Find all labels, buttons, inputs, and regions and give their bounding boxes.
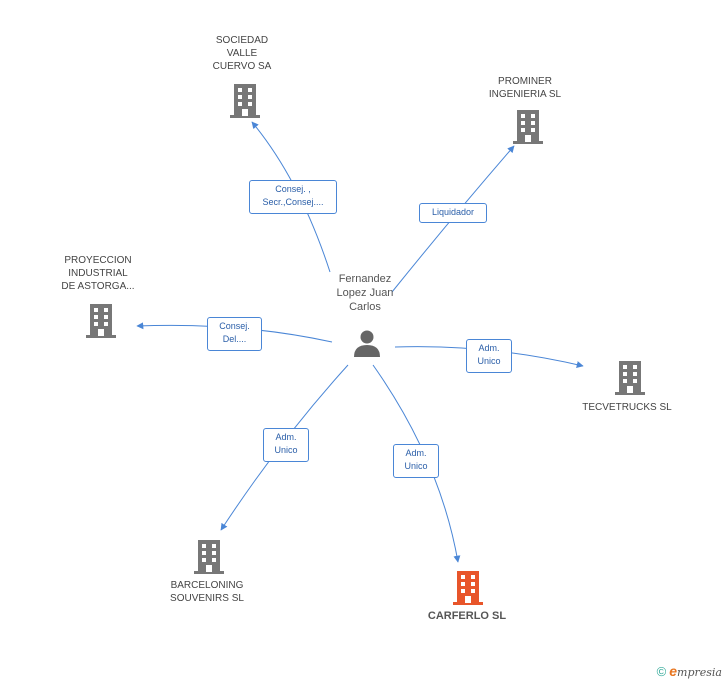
brand-logo-initial: e (669, 663, 678, 679)
relation-label-tecvetrucks[interactable]: Adm. Unico (466, 339, 512, 373)
company-label-prominer[interactable]: PROMINER INGENIERIA SL (488, 76, 562, 100)
company-label-proyeccion[interactable]: PROYECCION INDUSTRIAL DE ASTORGA... (61, 255, 135, 292)
building-icon-proyeccion[interactable] (86, 304, 116, 338)
brand-logo-text: mpresia (677, 666, 722, 679)
relation-label-sociedad[interactable]: Consej. , Secr.,Consej.... (249, 180, 337, 214)
relation-label-barceloning[interactable]: Adm. Unico (263, 428, 309, 462)
company-label-barceloning[interactable]: BARCELONING SOUVENIRS SL (170, 580, 244, 604)
relation-label-proyeccion[interactable]: Consej. Del.... (207, 317, 262, 351)
copyright-symbol: © (656, 664, 667, 679)
relation-label-carferlo[interactable]: Adm. Unico (393, 444, 439, 478)
building-icon-carferlo[interactable] (453, 571, 483, 605)
relation-label-prominer[interactable]: Liquidador (419, 203, 487, 223)
building-icon-tecvetrucks[interactable] (615, 361, 645, 395)
company-label-carferlo[interactable]: CARFERLO SL (427, 610, 507, 622)
footer-brand: ©empresia (657, 663, 722, 679)
building-icon-sociedad[interactable] (230, 84, 260, 118)
person-icon[interactable] (352, 328, 382, 358)
building-icon-prominer[interactable] (513, 110, 543, 144)
person-name[interactable]: Fernandez Lopez Juan Carlos (336, 273, 394, 313)
building-icon-barceloning[interactable] (194, 540, 224, 574)
company-label-tecvetrucks[interactable]: TECVETRUCKS SL (582, 402, 672, 413)
company-label-sociedad[interactable]: SOCIEDAD VALLE CUERVO SA (212, 35, 272, 72)
